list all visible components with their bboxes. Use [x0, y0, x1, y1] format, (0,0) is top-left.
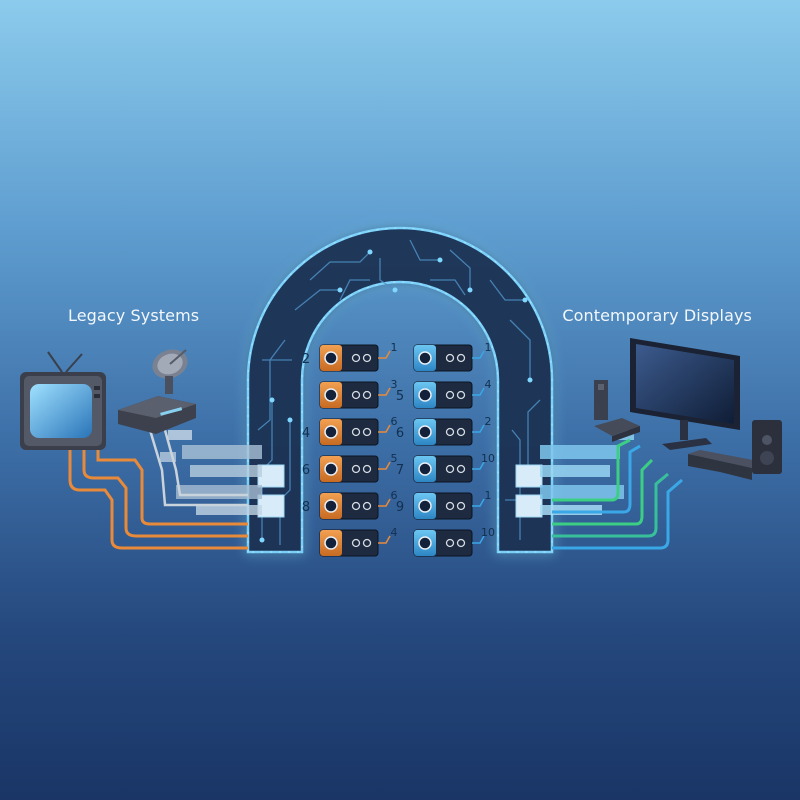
legacy-adapter: 21 [302, 341, 398, 372]
legacy-adapter-right-number: 6 [391, 415, 398, 428]
satellite-dish-icon [152, 349, 188, 394]
legacy-adapter-right-number: 4 [391, 526, 398, 539]
legacy-adapter-left-number: 4 [302, 426, 310, 441]
legacy-adapter-right-number: 6 [391, 489, 398, 502]
circuit-arch [246, 226, 554, 554]
contemporary-adapter: 62 [396, 415, 492, 446]
speaker-icon [752, 420, 782, 474]
contemporary-adapter-left-number: 5 [396, 389, 404, 404]
legacy-adapter-left-number: 2 [302, 352, 310, 367]
legacy-adapter: 65 [302, 452, 398, 483]
contemporary-adapter-right-number: 1 [485, 341, 492, 354]
contemporary-adapter: 54 [396, 378, 492, 409]
legacy-adapter-right-number: 3 [391, 378, 398, 391]
contemporary-adapter: 7 10 [396, 452, 495, 483]
legacy-adapter: 86 [302, 489, 398, 520]
legacy-systems-label: Legacy Systems [68, 306, 200, 325]
legacy-adapter-right-number: 1 [391, 341, 398, 354]
legacy-cables [68, 445, 248, 550]
contemporary-adapter-right-number: 4 [485, 378, 492, 391]
contemporary-adapter-left-number: 9 [396, 500, 404, 515]
contemporary-adapter-left-number: 7 [396, 463, 404, 478]
contemporary-adapter-right-number: 10 [481, 452, 495, 465]
legacy-adapter-right-number: 5 [391, 452, 398, 465]
flat-screen-monitor-icon [630, 338, 740, 450]
game-console-icon [594, 380, 640, 442]
contemporary-adapter: 10 [413, 526, 495, 557]
contemporary-cables [552, 438, 683, 550]
contemporary-data-stream [540, 430, 634, 515]
contemporary-adapter: 91 [396, 489, 492, 520]
legacy-adapter-left-number: 6 [302, 463, 310, 478]
legacy-adapter-left-number: 8 [302, 500, 310, 515]
soundbar-icon [688, 450, 764, 480]
contemporary-displays-label: Contemporary Displays [562, 306, 752, 325]
legacy-grey-cables [148, 429, 248, 507]
contemporary-adapter-left-number: 6 [396, 426, 404, 441]
legacy-adapter: 3 [319, 378, 398, 409]
contemporary-adapter: 1 [413, 341, 492, 372]
legacy-adapter: 46 [302, 415, 398, 446]
legacy-adapter: 4 [319, 526, 398, 557]
contemporary-adapter-right-number: 2 [485, 415, 492, 428]
crt-tv-icon [20, 351, 106, 450]
contemporary-adapter-right-number: 1 [485, 489, 492, 502]
set-top-box-icon [118, 396, 196, 434]
contemporary-adapter-right-number: 10 [481, 526, 495, 539]
